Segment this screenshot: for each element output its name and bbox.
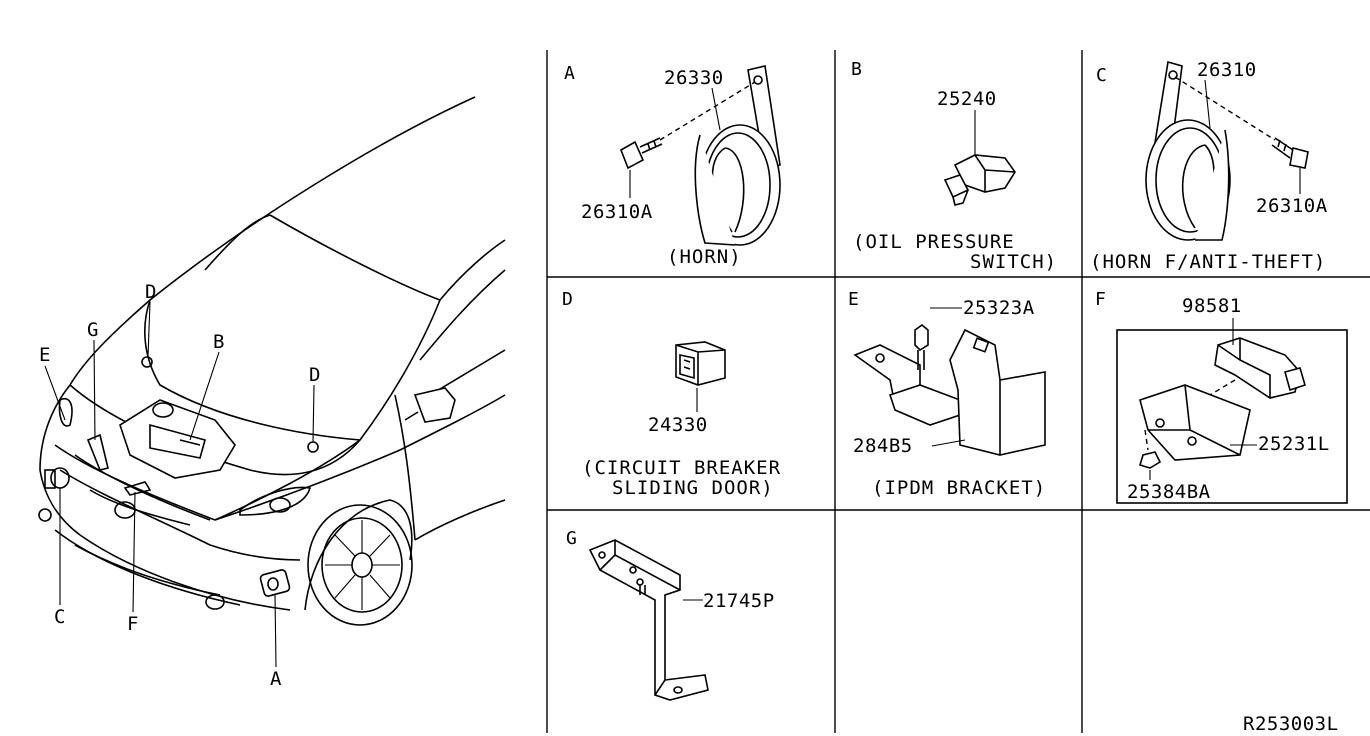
nut-icon	[1139, 451, 1162, 469]
panel-f-inset-box	[1116, 329, 1348, 504]
part-26310a-left: 26310A	[581, 201, 653, 223]
caption-horn-antitheft: (HORN F/ANTI-THEFT)	[1090, 251, 1326, 273]
panel-f: F 98581 25231L 25384BA	[1095, 289, 1348, 504]
panel-d-letter: D	[562, 289, 573, 310]
panel-g: G 21745P	[566, 528, 775, 701]
caption-circuit-breaker-line1: (CIRCUIT BREAKER	[582, 457, 781, 479]
vehicle-callouts: D G E B D C F A	[39, 281, 321, 690]
oil-pressure-switch-icon	[943, 154, 1016, 206]
part-26310a-right: 26310A	[1256, 195, 1328, 217]
sensor-bracket-icon	[1139, 384, 1251, 461]
panel-d: D 24330 (CIRCUIT BREAKER SLIDING DOOR)	[562, 289, 781, 499]
callout-d-lower: D	[309, 364, 321, 386]
vehicle-illustration	[38, 96, 506, 626]
callout-c: C	[54, 606, 66, 628]
caption-ipdm-bracket: (IPDM BRACKET)	[872, 477, 1046, 499]
panel-g-letter: G	[566, 528, 577, 549]
circuit-breaker-icon	[675, 341, 726, 386]
panel-c: C 26310 26310A (HORN F/ANTI-THEFT)	[1090, 59, 1328, 273]
panel-a: A 26330 26310A (HORN)	[564, 63, 781, 268]
horn-icon	[694, 65, 781, 246]
panel-c-letter: C	[1096, 65, 1107, 86]
callout-d-upper: D	[145, 281, 157, 303]
panel-e: E 25323A 284B5 (IPDM BRACKET)	[848, 289, 1046, 499]
horn-antitheft-icon	[1145, 60, 1231, 241]
part-98581: 98581	[1182, 295, 1242, 317]
callout-e: E	[39, 344, 51, 366]
part-25231l: 25231L	[1258, 433, 1330, 455]
part-21745p: 21745P	[703, 590, 775, 612]
panel-b: B 25240 (OIL PRESSURE SWITCH)	[851, 59, 1057, 273]
panel-a-letter: A	[564, 63, 575, 84]
callout-g: G	[87, 319, 99, 341]
caption-circuit-breaker-line2: SLIDING DOOR)	[612, 477, 774, 499]
panel-f-letter: F	[1095, 289, 1106, 310]
panel-e-letter: E	[848, 289, 859, 310]
part-25384ba: 25384BA	[1127, 481, 1211, 503]
panel-b-letter: B	[851, 59, 862, 80]
bolt-icon-right	[1271, 137, 1309, 169]
callout-f: F	[127, 613, 139, 635]
sensor-icon	[1214, 337, 1306, 399]
part-25240: 25240	[937, 88, 997, 110]
ipdm-bracket-icon	[853, 323, 1046, 456]
caption-horn: (HORN)	[667, 246, 742, 268]
callout-b: B	[213, 331, 225, 353]
callout-a: A	[270, 668, 282, 690]
bolt-icon	[620, 137, 663, 170]
part-24330: 24330	[648, 414, 708, 436]
drawing-code: R253003L	[1243, 713, 1339, 735]
caption-oil-pressure-line1: (OIL PRESSURE	[853, 231, 1015, 253]
part-26310: 26310	[1197, 59, 1257, 81]
bracket-icon	[588, 539, 709, 701]
panel-grid	[546, 50, 1370, 733]
caption-oil-pressure-line2: SWITCH)	[970, 251, 1057, 273]
part-26330: 26330	[664, 67, 724, 89]
part-284b5: 284B5	[853, 435, 913, 457]
part-25323a: 25323A	[963, 297, 1035, 319]
